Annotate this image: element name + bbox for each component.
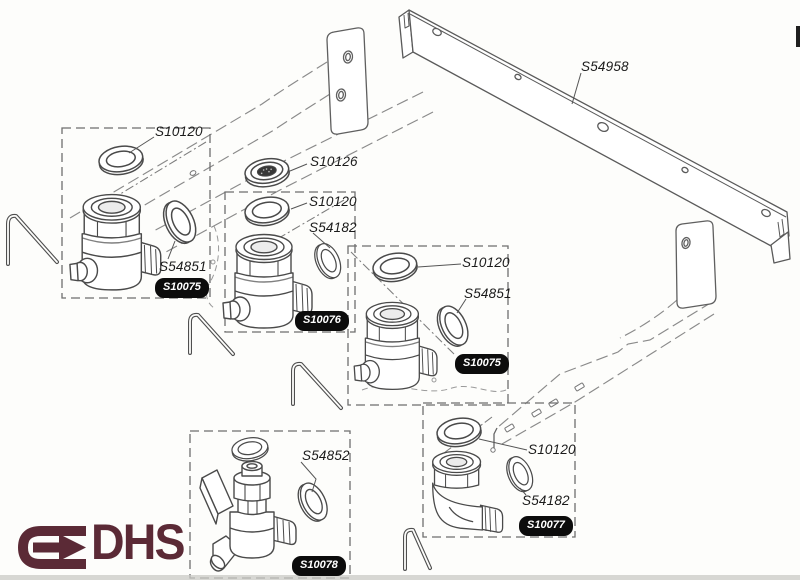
valve-g3 [353,301,438,391]
part-label-g4-top-washer: S10120 [528,442,576,457]
washer-g5-side [292,478,334,527]
group-box-2 [224,191,356,333]
scan-edge-mark [796,26,800,47]
washer-g5-top [229,434,271,465]
part-label-g4-side-washer: S54182 [522,493,570,508]
part-badge-g4: S10077 [520,517,572,535]
clip-4 [403,527,432,571]
mounting-plate-top [326,27,369,135]
part-badge-g3: S10075 [456,355,508,373]
valve-g4-elbow [432,450,504,533]
washer-g3-side [430,300,475,352]
leader-lines [128,72,582,496]
part-badge-g5: S10078 [293,557,345,575]
clip-1 [6,213,59,266]
part-label-g3-side-washer: S54851 [464,286,512,301]
brand-logo-text: DHS [91,514,185,570]
part-label-g2-top-washer: S10120 [309,194,357,209]
washer-g1-side [156,195,203,249]
group-box-1 [61,127,211,299]
part-label-g1-top-washer: S10120 [155,124,203,139]
part-label-g1-side-washer: S54851 [159,259,207,274]
washer-g1-top [96,142,146,179]
washer-g4-top [434,414,484,451]
part-label-g2-side-washer: S54182 [309,220,357,235]
group-box-4 [422,402,576,538]
grommet-s10126 [244,157,290,188]
part-badge-g1: S10075 [156,279,208,297]
part-label-grommet: S10126 [310,154,358,169]
rail-details [189,170,585,453]
valve-g1 [69,193,162,291]
part-label-g5-side-washer: S54852 [302,448,350,463]
brand-arrow-icon [17,526,86,569]
wire-clips [6,213,432,571]
valve-g5-lever [199,460,297,572]
washer-g2-top [242,193,292,230]
washer-g4-side [501,452,539,496]
group-box-3 [347,245,509,406]
mounting-plate-right [675,220,717,309]
part-label-g3-top-washer: S10120 [462,255,510,270]
part-badge-g2: S10076 [296,312,348,330]
scan-edge-strip [0,575,800,580]
part-label-bracket: S54958 [581,59,629,74]
wall-bracket-bar [398,9,791,264]
